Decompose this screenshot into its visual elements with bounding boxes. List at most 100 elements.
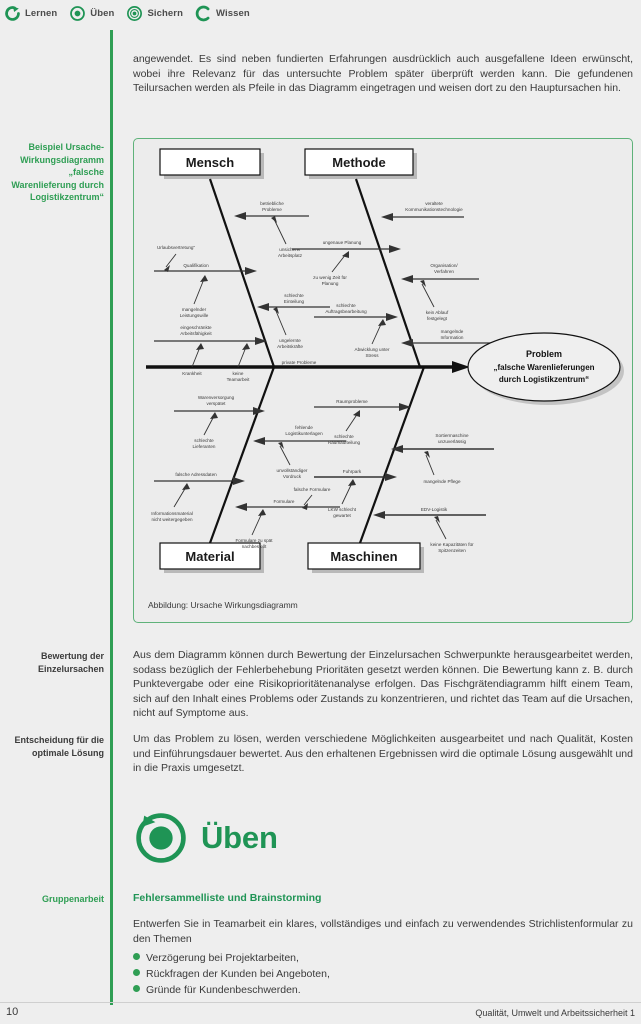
- nav-item-lernen[interactable]: Lernen: [4, 5, 57, 22]
- cause-label: ungenaue Planung: [323, 240, 362, 245]
- cause-label: Arbeitsfähigkeit: [180, 331, 212, 336]
- cause-label: Fuhrpark: [343, 469, 362, 474]
- cause-label: Lieferanten: [193, 444, 216, 449]
- cause-label: kein Ablauf: [426, 310, 449, 315]
- cause-label: schlechte: [334, 434, 354, 439]
- arc-arrow-icon: [5, 5, 20, 21]
- cause-label: Warenversorgung: [198, 395, 235, 400]
- cause-label: Formulare: [274, 499, 295, 504]
- cause-label: Arbeitskräfte: [277, 344, 303, 349]
- cause-label: Arbeitsplatz: [278, 253, 303, 258]
- cause-label: Spitzenzeiten: [438, 548, 466, 553]
- cause-label: unvollständiger: [277, 468, 308, 473]
- cause-label: mangelnde: [441, 329, 464, 334]
- nav-label-sichern: Sichern: [147, 7, 183, 19]
- nav-item-sichern[interactable]: Sichern: [126, 5, 183, 22]
- cause-label: fehlende: [295, 425, 313, 430]
- category-label-material: Material: [185, 549, 234, 564]
- nav-item-uben[interactable]: Üben: [69, 5, 114, 22]
- cause-label: Kommunikationstechnologie: [405, 207, 463, 212]
- cause-label: Qualifikation: [183, 263, 209, 268]
- task-subheading: Fehlersammelliste und Brainstorming: [133, 892, 322, 904]
- circle-arrow-dot-icon: [136, 813, 186, 863]
- cause-label: Probleme: [262, 207, 282, 212]
- problem-line2: durch Logistikzentrum“: [499, 375, 589, 384]
- list-item-label: Verzögerung bei Projektarbeiten,: [146, 952, 299, 964]
- cause-label: Information: [441, 335, 464, 340]
- list-item: Rückfragen der Kunden bei Angeboten,: [133, 966, 633, 982]
- cause-label: mangelnde Pflege: [423, 479, 460, 484]
- list-item-label: Gründe für Kundenbeschwerden.: [146, 984, 301, 996]
- cause-label: unsicherer: [279, 247, 301, 252]
- cause-group-material: Warenversorgung verspätet schlechte Lief…: [151, 395, 346, 549]
- cause-label: festgelegt: [427, 316, 448, 321]
- nav-label-uben: Üben: [90, 7, 115, 19]
- cause-label: betriebliche: [260, 201, 284, 206]
- task-bullet-list: Verzögerung bei Projektarbeiten, Rückfra…: [133, 950, 633, 998]
- cause-label: nicht weitergegeben: [151, 517, 193, 522]
- nav-label-lernen: Lernen: [25, 7, 58, 19]
- circle-arrow-dot-icon: [70, 5, 86, 21]
- nav-label-wissen: Wissen: [215, 7, 250, 19]
- cause-label: Teamarbeit: [227, 377, 250, 382]
- cause-label: Sortiermaschine: [435, 433, 469, 438]
- cause-label: Organisation/: [430, 263, 458, 268]
- bullet-dot-icon: [133, 985, 140, 992]
- problem-line1: „falsche Warenlieferungen: [493, 363, 594, 372]
- footer-divider: [0, 1002, 641, 1003]
- margin-note-decision: Entscheidung für die optimale Lösung: [14, 735, 104, 758]
- cause-label: Abwicklung unter: [355, 347, 390, 352]
- cause-label: schlechte: [194, 438, 214, 443]
- cause-label: veraltete: [425, 201, 443, 206]
- cause-label: mangelnder: [182, 307, 207, 312]
- cause-label: verspätet: [207, 401, 227, 406]
- evaluation-paragraph: Aus dem Diagramm können durch Bewertung …: [133, 649, 633, 720]
- footer-title: Qualität, Umwelt und Arbeitssicherheit 1: [475, 1008, 635, 1018]
- green-vertical-rule: [110, 30, 113, 1005]
- cause-label: schlechte: [336, 303, 356, 308]
- cause-label: Stress: [365, 353, 379, 358]
- cause-label: Urlaubsvertretung“: [157, 245, 196, 250]
- cause-label: keine: [233, 371, 244, 376]
- cause-label: Informationsmaterial: [151, 511, 193, 516]
- cause-label: Auftragsbearbeitung: [325, 309, 367, 314]
- decision-paragraph: Um das Problem zu lösen, werden verschie…: [133, 733, 633, 775]
- cause-label: eingeschränkte: [180, 325, 212, 330]
- cause-label: Raumaufteilung: [328, 440, 361, 445]
- cause-group-maschinen: Raumprobleme schlechte Raumaufteilung So…: [314, 399, 494, 553]
- cause-label: unzuverlässig: [438, 439, 467, 444]
- cause-label: ungelernte: [279, 338, 301, 343]
- nav-item-wissen[interactable]: Wissen: [195, 5, 250, 22]
- category-label-maschinen: Maschinen: [330, 549, 397, 564]
- intro-paragraph: angewendet. Es sind neben fundierten Erf…: [133, 53, 633, 95]
- list-item: Verzögerung bei Projektarbeiten,: [133, 950, 633, 966]
- cause-label: falsche Adressdaten: [175, 472, 217, 477]
- category-label-mensch: Mensch: [186, 155, 234, 170]
- task-intro-paragraph: Entwerfen Sie in Teamarbeit ein klares, …: [133, 918, 633, 945]
- category-label-methode: Methode: [332, 155, 385, 170]
- cause-label: keine Kapazitäten für: [430, 542, 474, 547]
- bullet-dot-icon: [133, 969, 140, 976]
- cause-label: zu wenig Zeit für: [313, 275, 347, 280]
- fishbone-diagram: Mensch Methode Material Maschinen: [133, 138, 633, 623]
- margin-note-evaluation: Bewertung der Einzelursachen: [37, 651, 104, 674]
- list-item-label: Rückfragen der Kunden bei Angeboten,: [146, 968, 330, 980]
- list-item: Gründe für Kundenbeschwerden.: [133, 982, 633, 998]
- cause-label: private Probleme: [282, 360, 317, 365]
- cause-label: Leistungswille: [180, 313, 209, 318]
- target-dot-icon: [127, 5, 143, 21]
- cause-label: Planung: [322, 281, 339, 286]
- margin-note-groupwork: Gruppenarbeit: [41, 894, 104, 904]
- cause-group-methode: veraltete Kommunikationstechnologie unge…: [292, 201, 492, 358]
- cause-label: LKW schlecht: [328, 507, 357, 512]
- uben-section-header: Üben: [133, 810, 278, 866]
- cause-label: Vordruck: [283, 474, 302, 479]
- cause-label: gewartet: [333, 513, 351, 518]
- section-nav-bar: Lernen Üben Sichern Wissen: [0, 0, 641, 26]
- problem-title: Problem: [526, 349, 562, 359]
- cause-label: Raumprobleme: [336, 399, 368, 404]
- cause-group-mensch: betriebliche Probleme unsicherer Arbeits…: [154, 201, 330, 382]
- bullet-dot-icon: [133, 953, 140, 960]
- fishbone-svg: Mensch Methode Material Maschinen: [146, 148, 624, 573]
